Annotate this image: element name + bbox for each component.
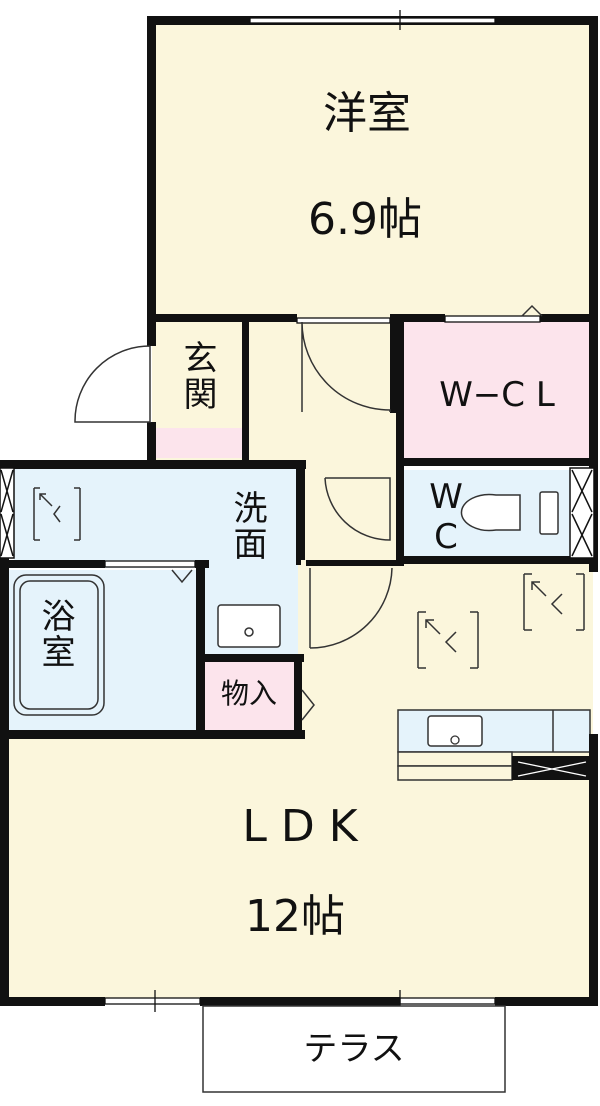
ldk-upper xyxy=(298,562,593,737)
ldk-label: L D K xyxy=(242,801,358,852)
entrance-label: 玄関 xyxy=(177,340,217,412)
entrance-door xyxy=(74,345,151,423)
windows xyxy=(0,10,595,1012)
hall-lower xyxy=(298,465,404,565)
ldk-door xyxy=(309,567,393,649)
western-room-size: 6.9帖 xyxy=(308,194,422,245)
entrance-step xyxy=(155,428,248,458)
western-door xyxy=(301,321,391,412)
sink-icon xyxy=(427,715,483,747)
western-room-name: 洋室 xyxy=(323,88,411,139)
storage-label: 物入 xyxy=(220,677,277,710)
bathtub-icon xyxy=(13,574,105,716)
washroom-label: 洗面 xyxy=(227,490,267,562)
bath-door-marker xyxy=(171,569,193,584)
fixtures xyxy=(13,491,559,716)
washbasin-icon xyxy=(217,604,281,648)
storage-room xyxy=(204,662,294,730)
vent-icon xyxy=(417,611,479,669)
western-room xyxy=(152,20,593,318)
wcl-label: W−C L xyxy=(439,375,555,415)
entrance-area xyxy=(152,318,248,428)
vent-icon xyxy=(523,573,585,631)
ldk-size: 12帖 xyxy=(245,891,345,942)
storage-door-marker xyxy=(301,689,315,721)
terrace-outline xyxy=(202,1005,506,1093)
wc-label-bottom: C xyxy=(434,517,458,557)
doors xyxy=(74,304,543,721)
terrace-label: テラス xyxy=(303,1029,405,1069)
vent-icon xyxy=(33,487,81,541)
wash-door xyxy=(324,477,391,541)
washroom-room xyxy=(14,468,298,568)
bath-label: 浴室 xyxy=(35,598,75,670)
wc-label-top: W xyxy=(429,477,463,517)
toilet-icon xyxy=(460,493,521,532)
range-hood xyxy=(512,756,592,780)
vent-icons xyxy=(33,487,585,669)
wcl-door-marker xyxy=(521,304,543,317)
wcl-room xyxy=(400,320,593,460)
kitchen-counter xyxy=(397,709,592,781)
